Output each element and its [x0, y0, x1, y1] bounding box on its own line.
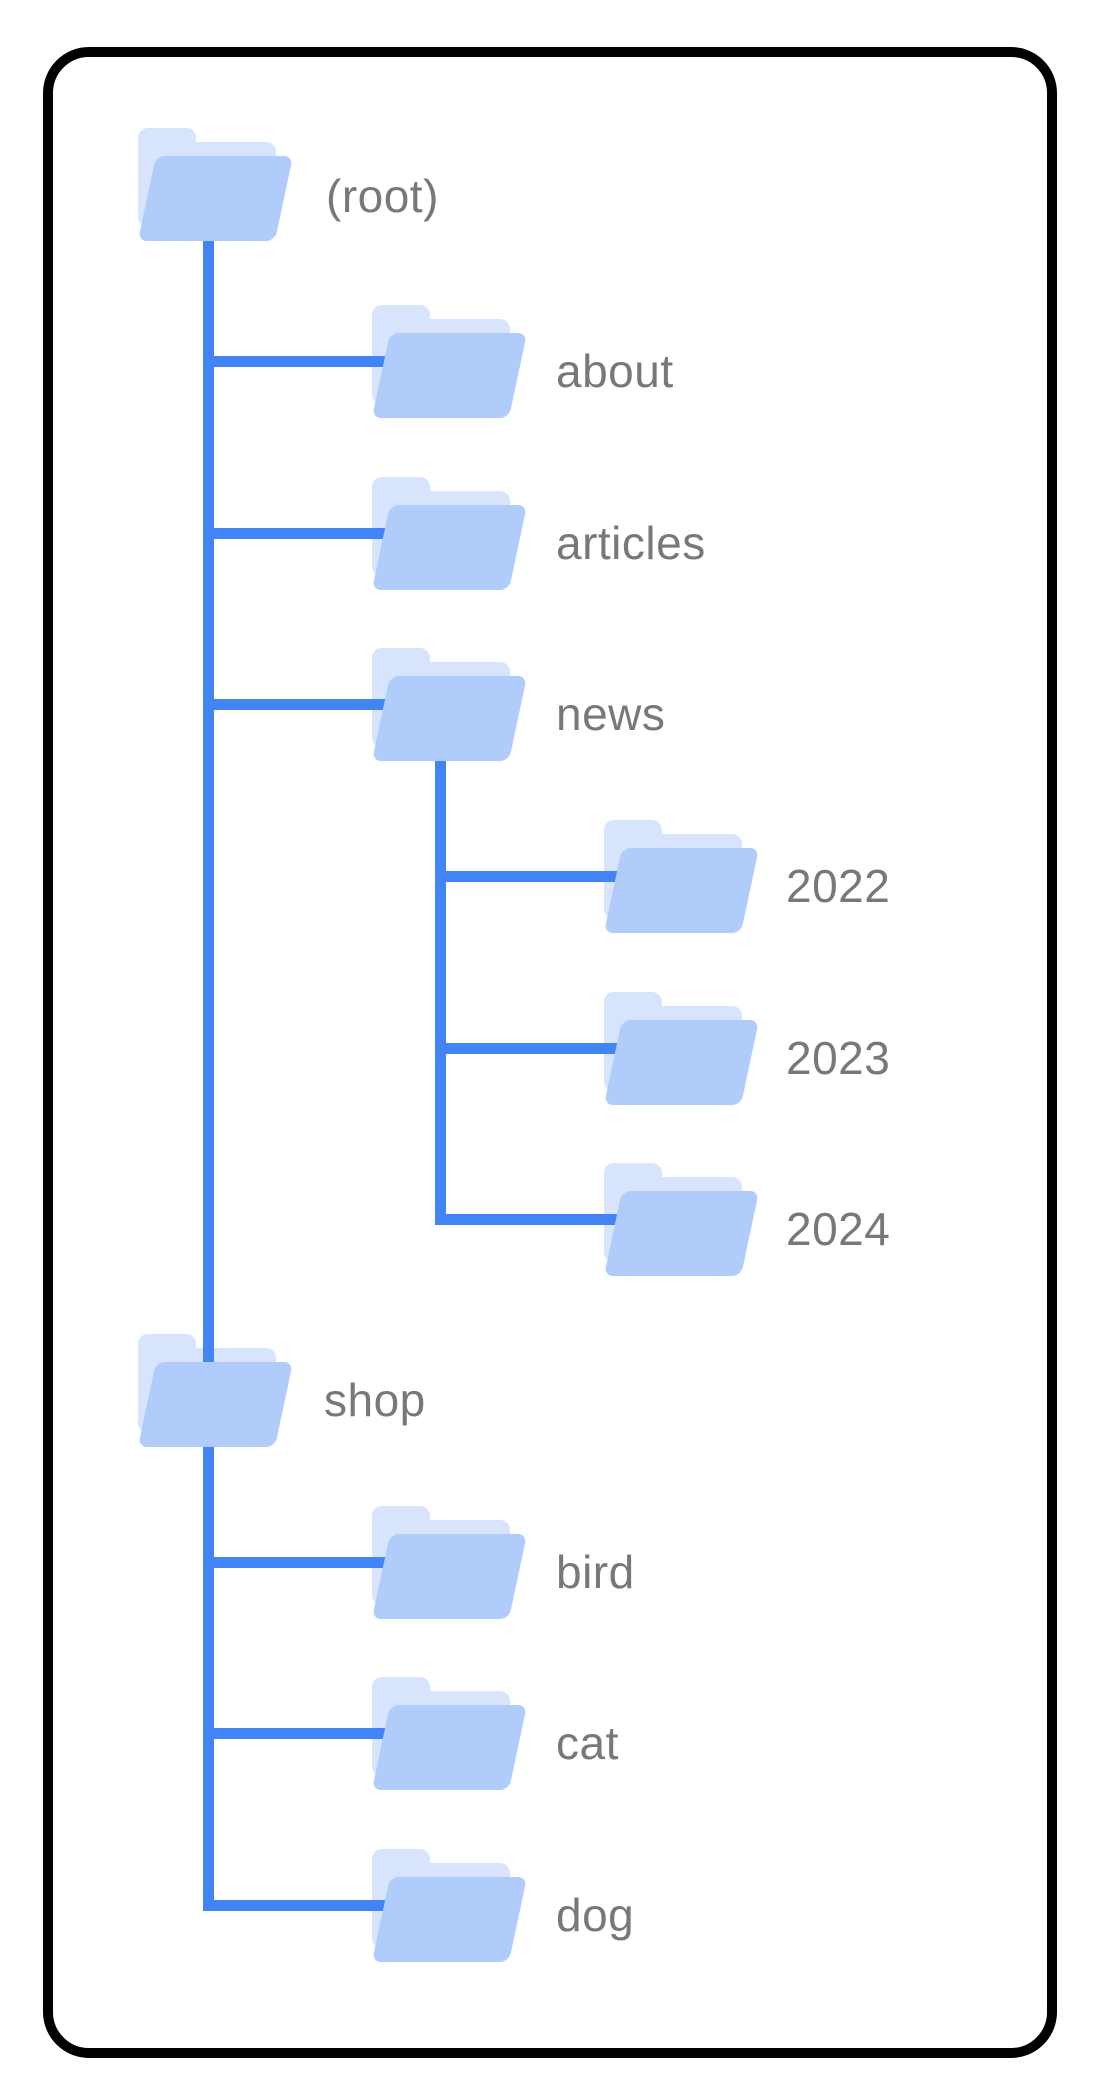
connector-elbow-2023: [435, 1043, 620, 1054]
folder-front-icon: [603, 1020, 759, 1105]
connector-trunk-news: [435, 750, 446, 1225]
folder-icon-shop: [137, 1334, 293, 1447]
node-label-shop: shop: [324, 1374, 426, 1426]
folder-icon-root: [137, 128, 293, 241]
folder-front-icon: [371, 676, 527, 761]
node-label-2024: 2024: [786, 1203, 891, 1255]
folder-icon-cat: [371, 1677, 527, 1790]
folder-front-icon: [603, 1191, 759, 1276]
connector-elbow-about: [203, 356, 385, 367]
connector-elbow-cat: [203, 1728, 385, 1739]
node-label-dog: dog: [556, 1889, 635, 1941]
folder-front-icon: [137, 1362, 293, 1447]
node-label-cat: cat: [556, 1717, 619, 1769]
folder-icon-2024: [603, 1163, 759, 1276]
folder-icon-dog: [371, 1849, 527, 1962]
folder-front-icon: [371, 1534, 527, 1619]
connector-elbow-bird: [203, 1557, 385, 1568]
connector-elbow-articles: [203, 528, 385, 539]
connector-elbow-2024: [435, 1214, 620, 1225]
folder-icon-2022: [603, 820, 759, 933]
folder-front-icon: [137, 156, 293, 241]
node-label-about: about: [556, 345, 674, 397]
folder-icon-articles: [371, 477, 527, 590]
folder-front-icon: [371, 505, 527, 590]
folder-icon-2023: [603, 992, 759, 1105]
node-label-news: news: [556, 688, 666, 740]
node-label-2022: 2022: [786, 860, 891, 912]
node-label-bird: bird: [556, 1546, 635, 1598]
folder-front-icon: [371, 333, 527, 418]
folder-icon-news: [371, 648, 527, 761]
folder-front-icon: [371, 1877, 527, 1962]
connector-trunk-root: [203, 236, 214, 1911]
node-label-root: (root): [326, 170, 439, 222]
folder-icon-about: [371, 305, 527, 418]
folder-icon-bird: [371, 1506, 527, 1619]
node-label-articles: articles: [556, 517, 706, 569]
connector-elbow-news: [203, 699, 385, 710]
connector-elbow-2022: [435, 871, 620, 882]
connector-elbow-dog: [203, 1900, 385, 1911]
folder-front-icon: [371, 1705, 527, 1790]
node-label-2023: 2023: [786, 1032, 891, 1084]
folder-front-icon: [603, 848, 759, 933]
